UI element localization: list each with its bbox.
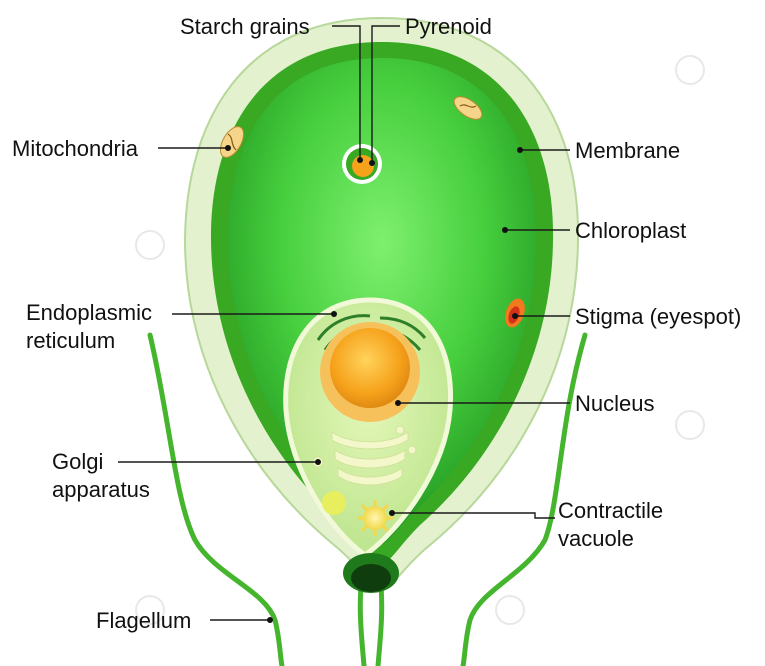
- label-chloroplast: Chloroplast: [575, 218, 686, 243]
- label-membrane: Membrane: [575, 138, 680, 163]
- pyrenoid-shape: [352, 155, 374, 177]
- label-apparatus: apparatus: [52, 477, 150, 502]
- label-flagellum: Flagellum: [96, 608, 191, 633]
- label-pyrenoid: Pyrenoid: [405, 14, 492, 39]
- label-nucleus: Nucleus: [575, 391, 654, 416]
- label-endoplasmic: Endoplasmic: [26, 300, 152, 325]
- label-stigma: Stigma (eyespot): [575, 304, 741, 329]
- label-starch-grains: Starch grains: [180, 14, 310, 39]
- contractile-vacuole-shape: [357, 500, 393, 536]
- label-reticulum: reticulum: [26, 328, 115, 353]
- label-golgi: Golgi: [52, 449, 103, 474]
- label-vacuole: vacuole: [558, 526, 634, 551]
- label-contractile: Contractile: [558, 498, 663, 523]
- vacuole-shape: [322, 491, 346, 515]
- label-mitochondria: Mitochondria: [12, 136, 139, 161]
